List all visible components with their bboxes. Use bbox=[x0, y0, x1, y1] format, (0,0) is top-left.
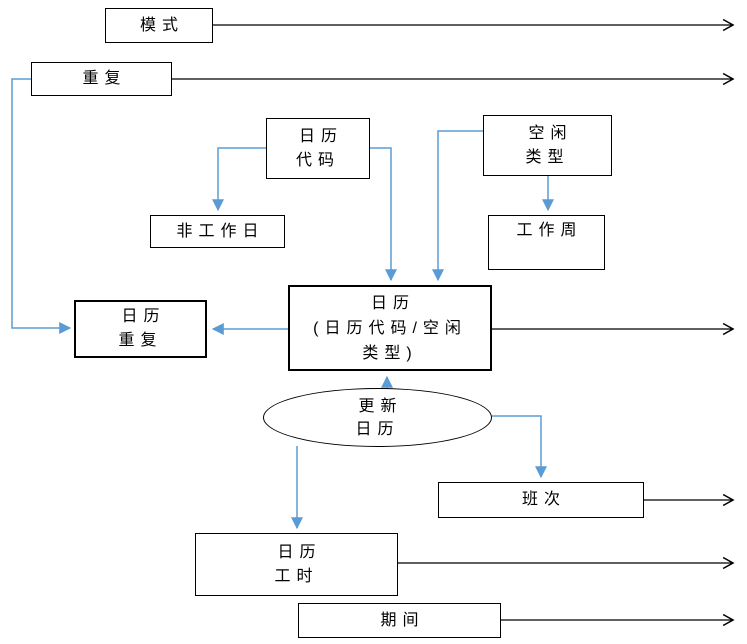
node-calendar-code: 日历 代码 bbox=[266, 118, 370, 179]
connector-repeat-to-calendar-repeat bbox=[11, 78, 72, 334]
node-non-working-day: 非工作日 bbox=[150, 215, 285, 248]
node-idle-type: 空闲 类型 bbox=[483, 115, 612, 176]
node-work-week: 工作周 bbox=[488, 215, 605, 270]
connector-idle-type-to-calendar bbox=[432, 130, 483, 282]
node-repeat: 重复 bbox=[31, 62, 172, 96]
node-calendar-hours: 日历 工时 bbox=[195, 533, 398, 596]
connector-calendar-code-to-non-working-day bbox=[212, 147, 266, 212]
connector-calendar-code-to-calendar bbox=[370, 147, 397, 282]
node-shift: 班次 bbox=[438, 482, 644, 518]
node-mode: 模式 bbox=[105, 8, 213, 43]
node-update-calendar: 更新 日历 bbox=[263, 388, 492, 447]
node-period: 期间 bbox=[298, 603, 501, 638]
connector-update-calendar-to-shift bbox=[492, 415, 547, 479]
node-calendar: 日历 (日历代码/空闲 类型) bbox=[288, 285, 492, 371]
node-calendar-repeat: 日历 重复 bbox=[74, 300, 207, 358]
